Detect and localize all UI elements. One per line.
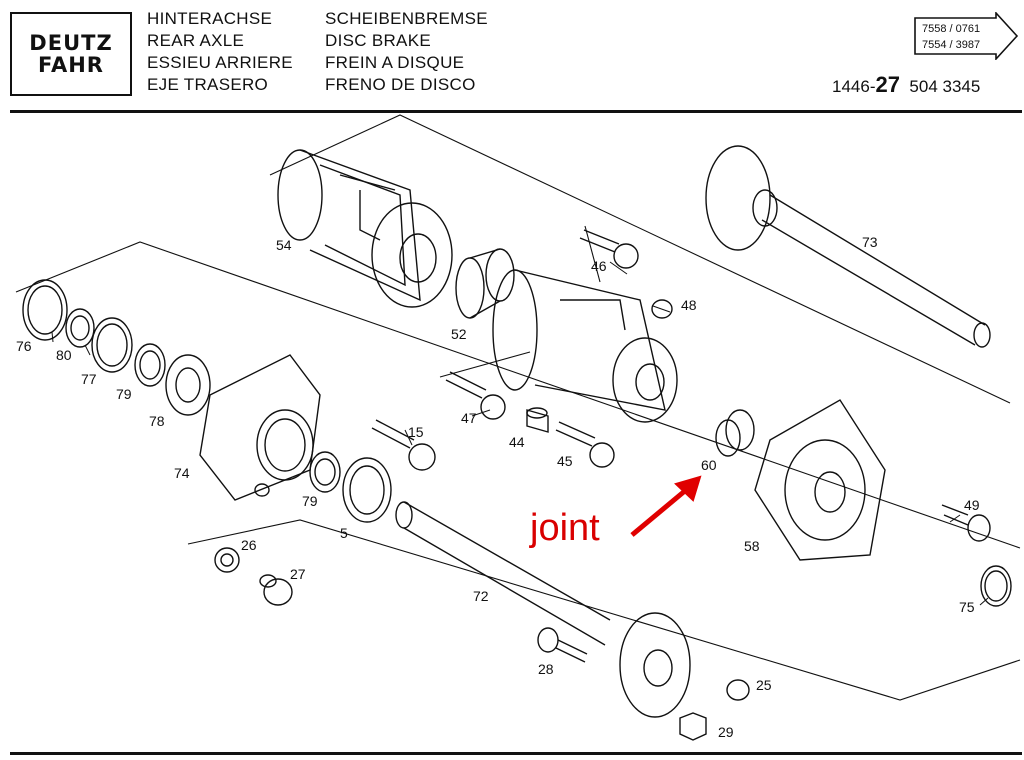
seal-75 (980, 565, 1012, 607)
washer-80 (65, 308, 95, 348)
ring-76 (22, 279, 68, 341)
callout-29: 29 (718, 724, 734, 740)
joint-60 (715, 409, 755, 457)
callout-75: 75 (959, 599, 975, 615)
callout-5: 5 (340, 525, 348, 541)
part-group: 27 (875, 72, 900, 97)
bushing-44 (526, 407, 549, 433)
axle-housing-54 (277, 149, 453, 308)
title-column-axle: HINTERACHSE REAR AXLE ESSIEU ARRIERE EJE… (147, 8, 293, 96)
callout-77: 77 (81, 371, 97, 387)
callout-74: 74 (174, 465, 190, 481)
callout-44: 44 (509, 434, 525, 450)
part-number: 1446-27 504 3345 (832, 72, 980, 98)
flange-housing-74 (199, 354, 321, 501)
title-en: REAR AXLE (147, 31, 245, 50)
callout-27: 27 (290, 566, 306, 582)
callout-52: 52 (451, 326, 467, 342)
callout-72: 72 (473, 588, 489, 604)
callout-26: 26 (241, 537, 257, 553)
callout-labels: 54 52 46 48 47 44 45 73 60 76 80 77 79 7… (16, 234, 980, 740)
brake-cover-58 (754, 399, 886, 561)
header-divider (10, 110, 1022, 113)
nut-29 (679, 712, 707, 741)
callout-79-right: 79 (302, 493, 318, 509)
reference-arrow-box: 7558 / 0761 7554 / 3987 (914, 12, 1019, 60)
subtitle-de: SCHEIBENBREMSE (325, 9, 488, 28)
bolt-46 (579, 229, 639, 269)
callout-25: 25 (756, 677, 772, 693)
screw-49 (941, 504, 991, 542)
callout-78: 78 (149, 413, 165, 429)
bolt-45 (555, 421, 615, 468)
bolt-15 (371, 419, 436, 471)
bolt-47 (445, 371, 506, 420)
part-prefix: 1446- (832, 77, 876, 96)
joint-annotation: joint (529, 507, 600, 549)
logo-line-1: DEUTZ (29, 31, 113, 55)
callout-45: 45 (557, 453, 573, 469)
subtitle-es: FRENO DE DISCO (325, 75, 476, 94)
title-fr: ESSIEU ARRIERE (147, 53, 293, 72)
callout-73: 73 (862, 234, 878, 250)
bearing-78 (165, 354, 211, 416)
ref-code-2: 7554 / 3987 (922, 39, 981, 51)
callout-80: 80 (56, 347, 72, 363)
brake-housing (492, 269, 678, 423)
callout-15: 15 (408, 424, 424, 440)
deutz-fahr-logo: DEUTZ FAHR (10, 12, 132, 96)
stud-28 (537, 627, 588, 663)
seal-5 (342, 457, 392, 523)
ref-code-1: 7558 / 0761 (922, 23, 981, 35)
annotation-arrow (630, 475, 702, 537)
sleeve-52 (455, 248, 515, 319)
arrow-box-icon (914, 12, 1019, 60)
logo-line-2: FAHR (38, 53, 104, 77)
bolt-25 (726, 679, 750, 701)
plug-27 (259, 574, 293, 606)
leader-lines (51, 261, 989, 606)
axle-shaft-73 (705, 145, 991, 348)
callout-28: 28 (538, 661, 554, 677)
title-column-brake: SCHEIBENBREMSE DISC BRAKE FREIN A DISQUE… (325, 8, 488, 96)
title-es: EJE TRASERO (147, 75, 269, 94)
footer-divider (10, 752, 1022, 755)
part-suffix: 504 3345 (909, 77, 981, 96)
callout-79-left: 79 (116, 386, 132, 402)
callout-46: 46 (591, 258, 607, 274)
washer-79a (134, 343, 166, 387)
ring-77 (91, 317, 133, 373)
washer-26 (214, 547, 240, 573)
subtitle-fr: FREIN A DISQUE (325, 53, 465, 72)
callout-58: 58 (744, 538, 760, 554)
washer-79b (309, 451, 341, 493)
subtitle-en: DISC BRAKE (325, 31, 431, 50)
callout-48: 48 (681, 297, 697, 313)
assembly-outline (15, 114, 1021, 701)
callout-76: 76 (16, 338, 32, 354)
callout-54: 54 (276, 237, 292, 253)
axle-shaft-72 (395, 501, 691, 718)
callout-60: 60 (701, 457, 717, 473)
callout-49: 49 (964, 497, 980, 513)
callout-47: 47 (461, 410, 477, 426)
nut-48 (651, 299, 673, 319)
title-de: HINTERACHSE (147, 9, 273, 28)
